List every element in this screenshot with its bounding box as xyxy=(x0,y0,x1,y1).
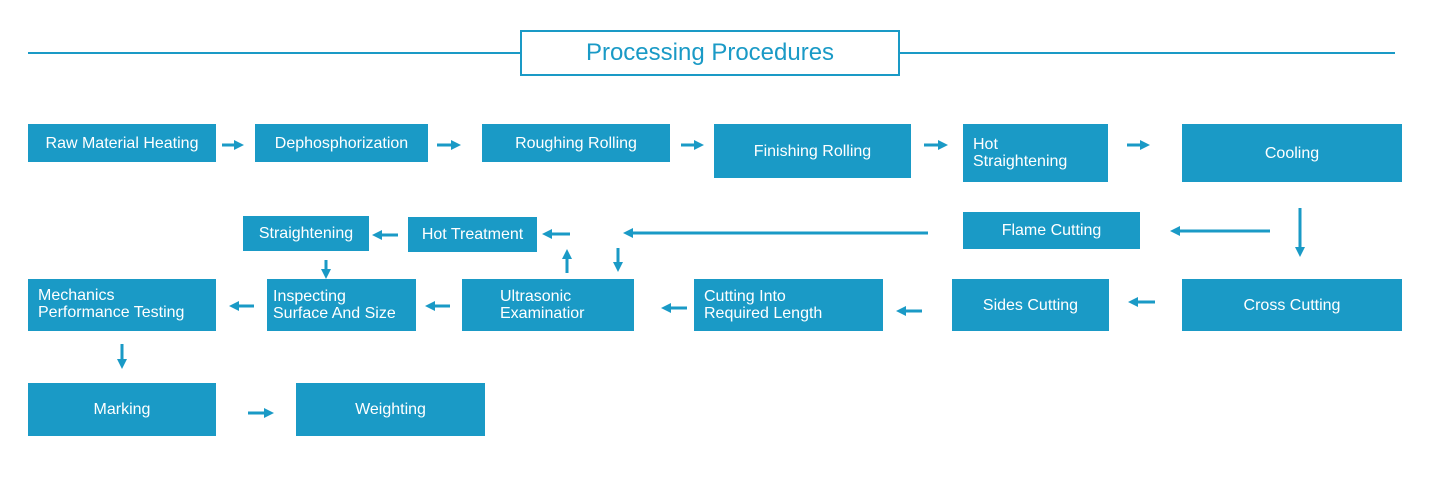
title-rule-right xyxy=(900,52,1395,54)
step-sides-cutting: Sides Cutting xyxy=(952,279,1109,331)
step-roughing-rolling: Roughing Rolling xyxy=(482,124,670,162)
step-cutting-into-required-length: Cutting Into Required Length xyxy=(694,279,883,331)
step-ultrasonic-examination: Ultrasonic Examinatior xyxy=(462,279,634,331)
step-hot-treatment: Hot Treatment xyxy=(408,217,537,252)
step-marking: Marking xyxy=(28,383,216,436)
step-cross-cutting: Cross Cutting xyxy=(1182,279,1402,331)
step-inspecting-surface-and-size: Inspecting Surface And Size xyxy=(267,279,416,331)
step-mechanics-performance-testing: Mechanics Performance Testing xyxy=(28,279,216,331)
step-dephosphorization: Dephosphorization xyxy=(255,124,428,162)
step-hot-straightening: Hot Straightening xyxy=(963,124,1108,182)
title-rule-left xyxy=(28,52,520,54)
diagram-title: Processing Procedures xyxy=(520,30,900,76)
step-raw-material-heating: Raw Material Heating xyxy=(28,124,216,162)
step-cooling: Cooling xyxy=(1182,124,1402,182)
step-flame-cutting: Flame Cutting xyxy=(963,212,1140,249)
step-straightening: Straightening xyxy=(243,216,369,251)
step-weighting: Weighting xyxy=(296,383,485,436)
step-finishing-rolling: Finishing Rolling xyxy=(714,124,911,178)
